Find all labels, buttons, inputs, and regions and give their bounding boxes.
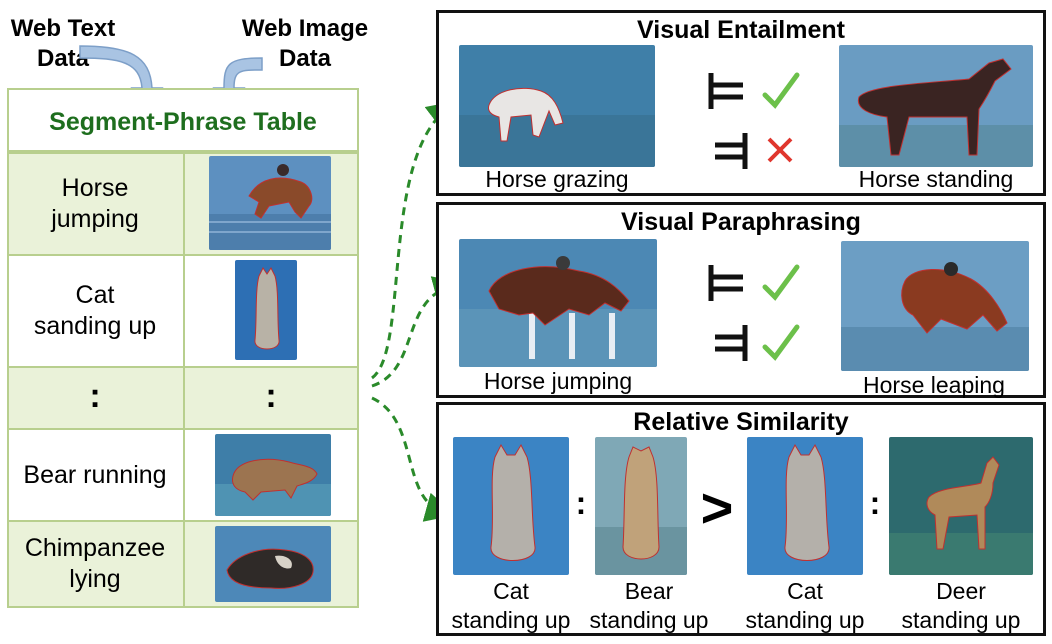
reverse-entails-symbol <box>715 325 748 361</box>
horse-standing-image <box>839 45 1033 167</box>
right-caption: Horse standing <box>858 166 1014 192</box>
row-phrase: Horse jumping <box>51 174 139 233</box>
paraphrasing-symbols <box>708 264 800 361</box>
ellipsis-image: : <box>265 377 277 415</box>
visual-paraphrasing-panel: Visual Paraphrasing Horse jumping <box>436 202 1046 398</box>
bear-standing-image <box>595 437 687 575</box>
panel-title: Visual Entailment <box>637 16 845 44</box>
horse-grazing-image <box>459 45 655 167</box>
caption-a: Cat standing up <box>451 578 571 633</box>
reverse-entails-symbol <box>715 133 748 169</box>
right-caption: Horse leaping <box>863 372 1005 398</box>
greater-than-symbol: > <box>700 476 734 539</box>
chimpanzee-lying-image <box>215 526 331 602</box>
row-phrase: Chimpanzee lying <box>24 534 166 593</box>
cat-standing-image-b <box>747 437 863 575</box>
segment-phrase-table: Segment-Phrase Table Horse jumping Cat s… <box>7 88 359 608</box>
visual-entailment-panel: Visual Entailment Horse grazing <box>436 10 1046 196</box>
ratio-separator: : <box>869 485 881 521</box>
arrow-to-similarity <box>371 396 456 522</box>
ratio-separator: : <box>575 485 587 521</box>
check-icon <box>762 72 800 109</box>
entailment-symbols <box>708 72 800 169</box>
relative-similarity-panel: Relative Similarity Cat standing up : Be… <box>436 402 1046 636</box>
horse-leaping-image <box>841 241 1029 371</box>
arrow-to-entailment <box>371 100 458 380</box>
deer-standing-image <box>889 437 1033 575</box>
caption-d: Deer standing up <box>901 578 1021 633</box>
cat-standing-image-a <box>453 437 569 575</box>
caption-c: Cat standing up <box>745 578 865 633</box>
ellipsis-phrase: : <box>89 377 101 415</box>
panel-title: Visual Paraphrasing <box>621 208 861 236</box>
table-title: Segment-Phrase Table <box>7 88 359 152</box>
entails-symbol <box>708 265 743 301</box>
cat-standing-image <box>235 260 297 360</box>
task-arrows <box>371 100 464 522</box>
web-image-data-label: Web Image Data <box>241 15 369 72</box>
entails-symbol <box>708 73 743 109</box>
cross-icon <box>767 137 793 163</box>
panel-title: Relative Similarity <box>633 408 849 436</box>
row-phrase: Cat sanding up <box>33 281 157 340</box>
check-icon <box>762 324 800 361</box>
left-caption: Horse jumping <box>483 368 633 394</box>
check-icon <box>762 264 800 301</box>
horse-jumping-photo <box>459 239 657 367</box>
row-phrase: Bear running <box>23 460 167 489</box>
left-caption: Horse grazing <box>485 166 629 192</box>
horse-jumping-image <box>209 156 331 250</box>
bear-running-image <box>215 434 331 516</box>
caption-b: Bear standing up <box>589 578 709 633</box>
